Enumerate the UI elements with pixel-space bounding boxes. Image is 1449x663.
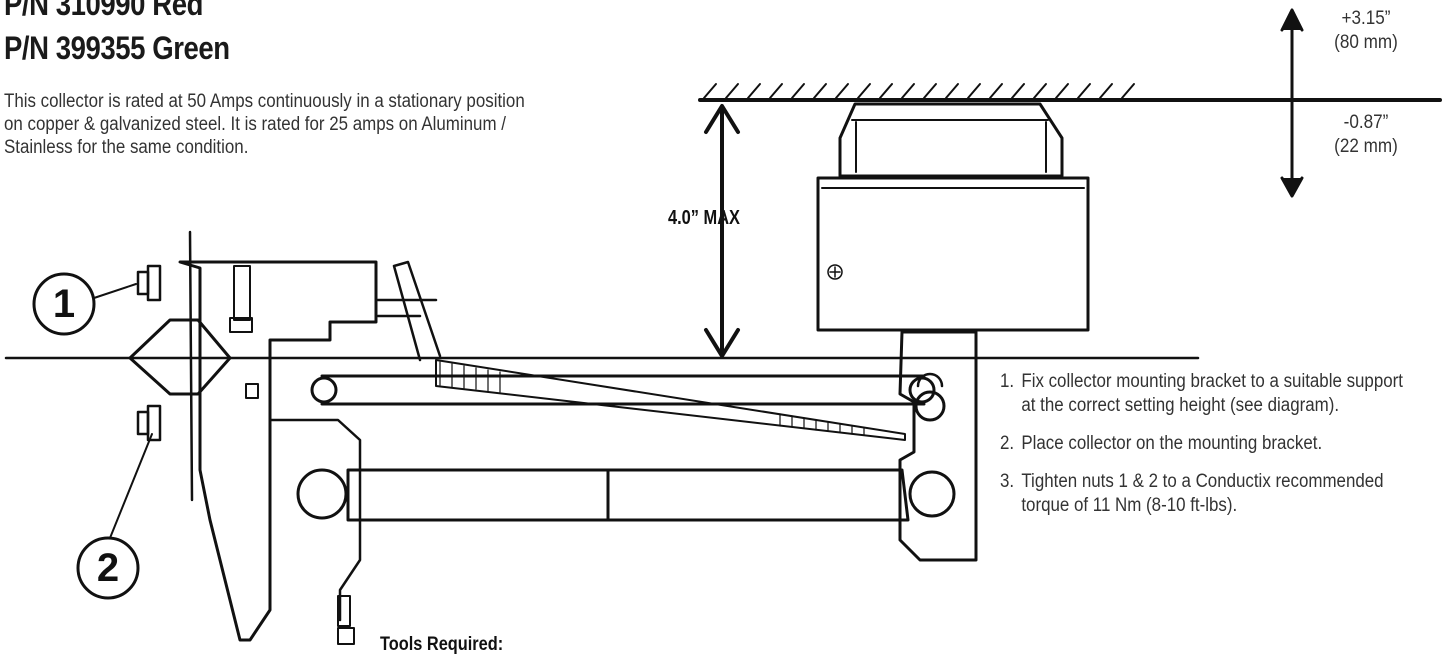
callout-circle-2 <box>76 433 153 600</box>
callout-number-1: 1 <box>52 282 76 326</box>
tools-required-heading: Tools Required: <box>380 634 504 655</box>
collector-shoe <box>816 102 1090 332</box>
step-item: 3. Tighten nuts 1 & 2 to a Conductix rec… <box>1000 470 1418 518</box>
description-line: Stainless for the same condition. <box>4 137 249 158</box>
conductor-surface <box>698 83 1442 102</box>
collector-arms <box>296 260 936 522</box>
installation-steps: 1. Fix collector mounting bracket to a s… <box>1000 370 1418 532</box>
step-number: 3. <box>1000 471 1015 492</box>
step-item: 1. Fix collector mounting bracket to a s… <box>1000 370 1418 418</box>
callout-circle-1 <box>32 272 137 336</box>
description-line: This collector is rated at 50 Amps conti… <box>4 91 525 112</box>
step-text: Fix collector mounting bracket to a suit… <box>1021 371 1403 416</box>
mounting-bracket <box>128 260 378 645</box>
step-number: 2. <box>1000 433 1015 454</box>
rating-description: This collector is rated at 50 Amps conti… <box>4 90 663 159</box>
down-travel-metric: (22 mm) <box>1334 136 1398 157</box>
up-travel-value: +3.15” <box>1341 8 1391 29</box>
up-travel-metric: (80 mm) <box>1334 32 1398 53</box>
step-item: 2. Place collector on the mounting brack… <box>1000 432 1418 456</box>
arm-yoke <box>898 330 978 562</box>
step-text: Place collector on the mounting bracket. <box>1021 433 1323 454</box>
max-height-label: 4.0” MAX <box>668 207 741 229</box>
travel-arrow <box>1280 8 1304 198</box>
step-text: Tighten nuts 1 & 2 to a Conductix recomm… <box>1021 471 1384 516</box>
step-number: 1. <box>1000 371 1015 392</box>
callout-number-2: 2 <box>96 546 120 590</box>
max-height-arrow <box>704 104 740 358</box>
part-number-green: P/N 399355 Green <box>4 30 230 66</box>
description-line: on copper & galvanized steel. It is rate… <box>4 114 506 135</box>
down-travel-value: -0.87” <box>1343 112 1389 133</box>
part-number-red: P/N 310990 Red <box>4 0 203 22</box>
support-post <box>188 230 194 502</box>
